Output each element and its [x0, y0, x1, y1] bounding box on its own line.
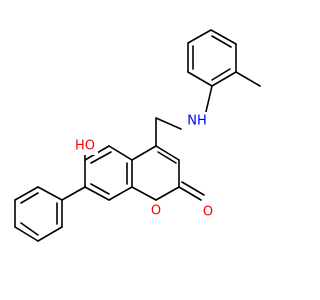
- bond: [157, 151, 177, 164]
- bond: [187, 29, 212, 44]
- carbonyl-oxygen-label: O: [203, 205, 213, 220]
- bond: [84, 186, 110, 201]
- bond: [108, 186, 133, 201]
- bond: [181, 181, 205, 196]
- bond: [131, 145, 157, 161]
- bond: [155, 186, 180, 201]
- atom-label-group: NH HO O O: [72, 112, 215, 221]
- bond: [204, 85, 213, 117]
- amine-label-background: [185, 112, 209, 130]
- hydroxyl-label-background: [72, 137, 98, 155]
- bond: [37, 226, 63, 242]
- bond: [211, 71, 237, 87]
- molecule-canvas: NH HO O O: [14, 29, 261, 242]
- bond: [37, 186, 63, 201]
- bond: [20, 192, 39, 204]
- ring-oxygen-label-background: [149, 202, 163, 220]
- bond: [211, 35, 232, 48]
- ring-oxygen-label: O: [151, 204, 161, 219]
- molecule-structure: NH HO O O: [14, 29, 261, 242]
- bond-group: [14, 29, 261, 242]
- bond: [14, 226, 39, 242]
- carbonyl-oxygen-label-background: [201, 203, 215, 221]
- bond: [211, 68, 231, 81]
- bond: [108, 145, 133, 161]
- bond: [178, 186, 202, 201]
- bond: [20, 222, 39, 236]
- hydroxyl-label: HO: [75, 139, 95, 154]
- bond: [131, 186, 157, 201]
- bond: [155, 117, 182, 130]
- amine-label: NH: [187, 114, 207, 129]
- bond: [187, 71, 213, 87]
- bond: [155, 145, 180, 161]
- bond: [14, 186, 39, 201]
- bond: [61, 186, 86, 201]
- bond: [235, 71, 261, 87]
- bond: [90, 183, 110, 195]
- bond: [90, 151, 112, 164]
- bond: [210, 29, 237, 45]
